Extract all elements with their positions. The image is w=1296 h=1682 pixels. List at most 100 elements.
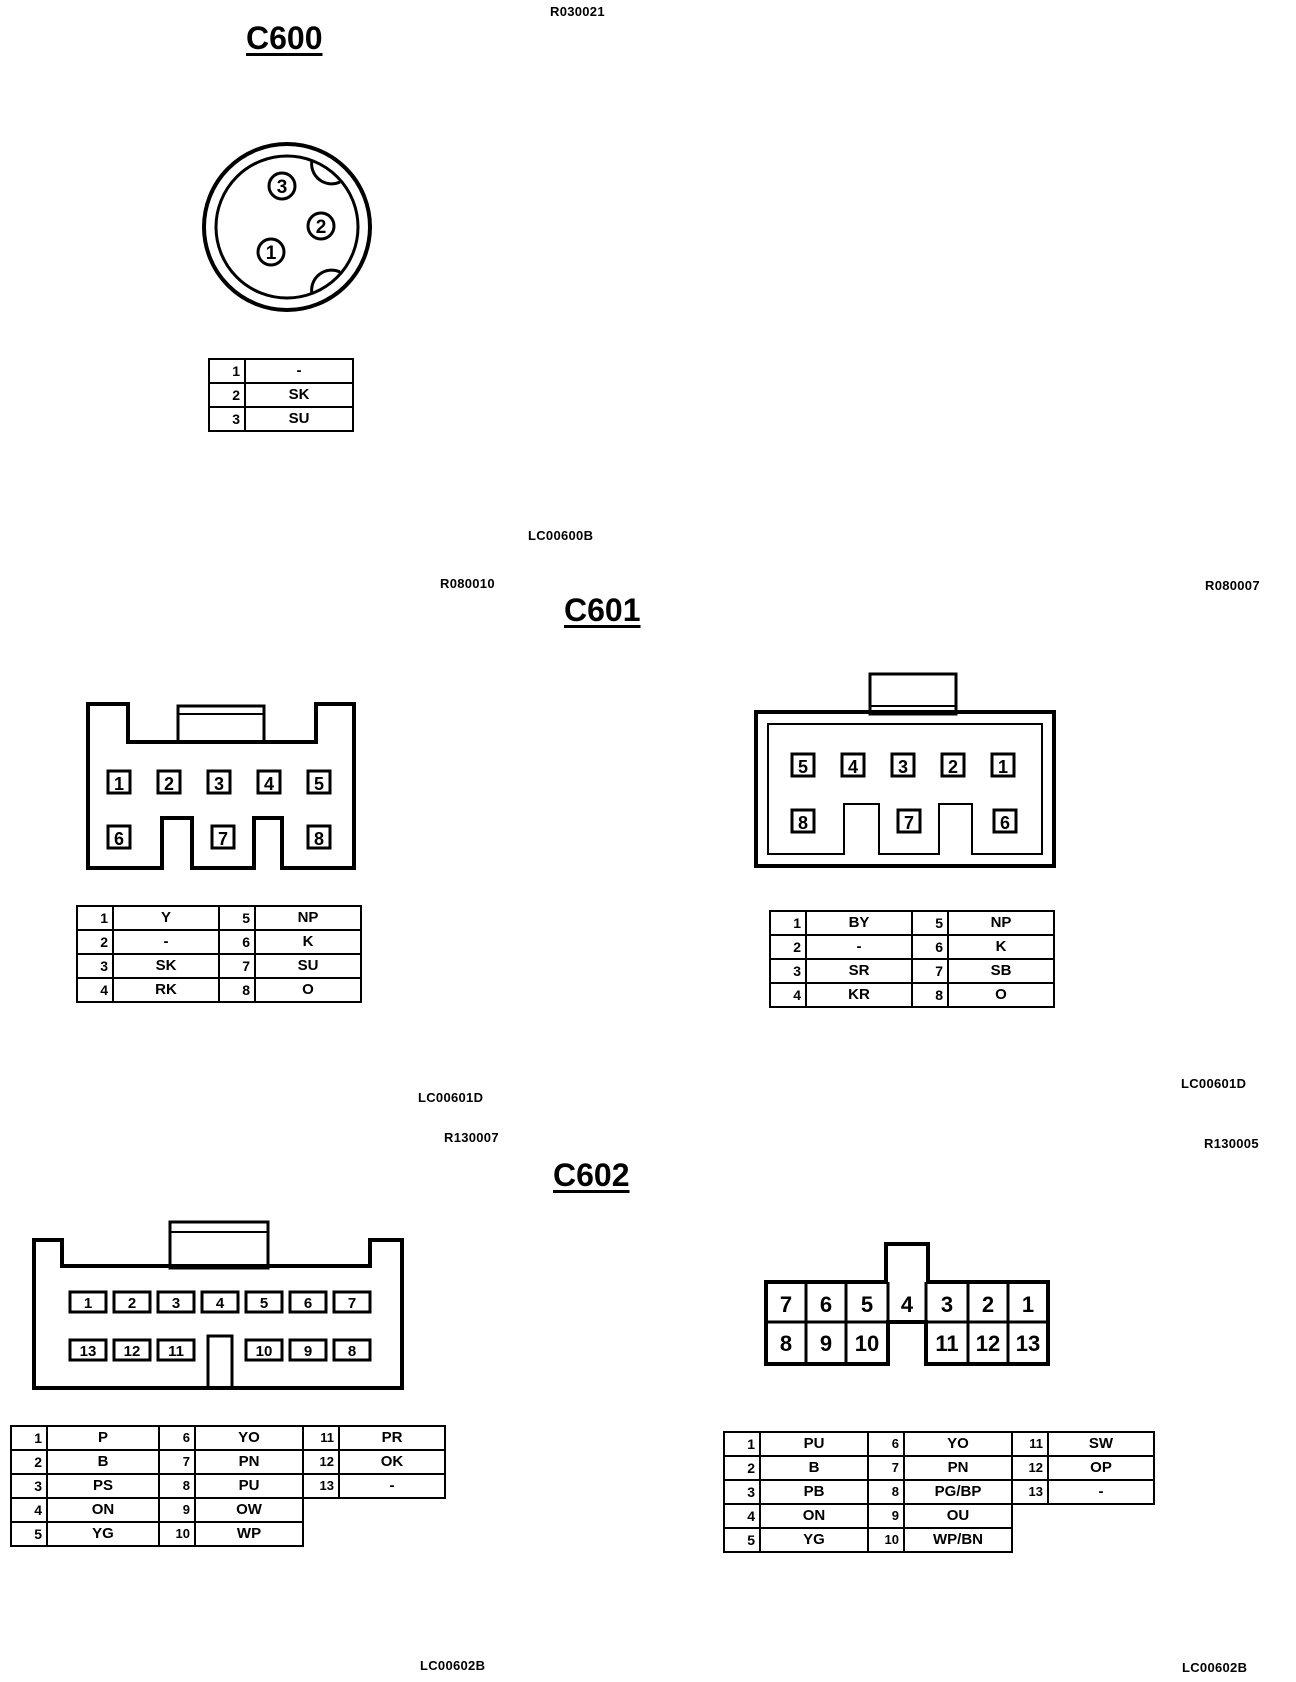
connector-pin: 5	[306, 769, 332, 795]
pin-label: 5	[314, 774, 324, 794]
wire-color: SU	[244, 406, 354, 432]
wire-color: P	[46, 1425, 160, 1451]
pin-label: 2	[164, 774, 174, 794]
c600-pin-3: 3	[267, 171, 297, 201]
connector-pin: 3	[890, 752, 916, 778]
c601-left-bottom-pins: 6 7 8	[106, 824, 332, 850]
c601-right-bottom-pins: 8 7 6	[790, 808, 1018, 834]
ref-c600-top: R030021	[550, 4, 605, 19]
wire-color: RK	[112, 977, 220, 1003]
pin-number: 3	[76, 953, 114, 979]
wire-color: -	[244, 358, 354, 384]
connector-pin: 10	[244, 1338, 284, 1362]
connector-pin: 1	[1022, 1292, 1034, 1317]
pin-label: 7	[904, 813, 914, 833]
pin-label: 2	[128, 1295, 136, 1312]
c600-pin-2-label: 2	[316, 217, 327, 238]
ref-c601-left-bottom: LC00601D	[418, 1090, 484, 1105]
c600-pin-2: 2	[306, 211, 336, 241]
c602-left-bottom-pins: 13 12 11 10 9 8	[68, 1338, 372, 1362]
pin-number: 13	[1011, 1479, 1049, 1505]
wire-color: B	[759, 1455, 869, 1481]
connector-pin: 11	[156, 1338, 196, 1362]
pin-number: 11	[302, 1425, 340, 1451]
pin-number: 1	[10, 1425, 48, 1451]
pin-label: 3	[214, 774, 224, 794]
pin-number: 5	[723, 1527, 761, 1553]
pin-number: 2	[208, 382, 246, 408]
connector-pin: 9	[288, 1338, 328, 1362]
pin-number: 13	[302, 1473, 340, 1499]
pin-label: 4	[216, 1295, 225, 1312]
pin-number: 2	[10, 1449, 48, 1475]
wire-color: SK	[244, 382, 354, 408]
wire-color: NP	[254, 905, 362, 931]
connector-pin: 6	[106, 824, 132, 850]
pin-number: 12	[302, 1449, 340, 1475]
wire-color: B	[46, 1449, 160, 1475]
pin-number: 4	[769, 982, 807, 1008]
pin-number: 4	[10, 1497, 48, 1523]
connector-pin: 5	[861, 1292, 873, 1317]
wire-color: O	[947, 982, 1055, 1008]
pin-number: 6	[158, 1425, 196, 1451]
connector-pin: 2	[156, 769, 182, 795]
connector-pin: 7	[896, 808, 922, 834]
pin-number: 1	[76, 905, 114, 931]
c602-left-top-pins: 1 2 3 4 5 6 7	[68, 1290, 372, 1314]
pin-number: 7	[867, 1455, 905, 1481]
connector-pin: 11	[935, 1331, 958, 1356]
c602-right-bottom-pins: 8 9 10 11 12 13	[780, 1331, 1040, 1356]
wire-color: WP	[194, 1521, 304, 1547]
pin-number: 7	[218, 953, 256, 979]
wire-color: PN	[903, 1455, 1013, 1481]
wire-color: YO	[903, 1431, 1013, 1457]
c602-right-connector-face: 7 6 5 4 3 2 1 8 9 10 11 12 13	[764, 1242, 1050, 1366]
pin-number: 11	[1011, 1431, 1049, 1457]
pin-number: 6	[867, 1431, 905, 1457]
connector-pin: 8	[780, 1331, 792, 1356]
pin-label: 1	[114, 774, 124, 794]
wire-color: PN	[194, 1449, 304, 1475]
wire-color: OU	[903, 1503, 1013, 1529]
wire-color: OK	[338, 1449, 446, 1475]
pin-number: 6	[911, 934, 949, 960]
pin-number: 2	[76, 929, 114, 955]
wire-color: WP/BN	[903, 1527, 1013, 1553]
c601-right-connector-face: 5 4 3 2 1 8 7 6	[754, 672, 1056, 868]
pin-number: 6	[218, 929, 256, 955]
pin-number: 7	[911, 958, 949, 984]
pin-label: 7	[348, 1295, 356, 1312]
pin-number: 1	[769, 910, 807, 936]
wire-color: OW	[194, 1497, 304, 1523]
connector-pin: 7	[332, 1290, 372, 1314]
connector-pin: 8	[306, 824, 332, 850]
wire-color: PS	[46, 1473, 160, 1499]
pin-number: 3	[769, 958, 807, 984]
pin-number: 5	[911, 910, 949, 936]
pin-label: 5	[260, 1295, 268, 1312]
connector-pin: 4	[200, 1290, 240, 1314]
wire-color: SU	[254, 953, 362, 979]
pin-label: 11	[168, 1343, 184, 1360]
connector-pin: 4	[256, 769, 282, 795]
connector-pin: 7	[210, 824, 236, 850]
pin-number: 2	[769, 934, 807, 960]
wire-color: -	[805, 934, 913, 960]
connector-pin: 2	[112, 1290, 152, 1314]
pin-label: 1	[998, 757, 1008, 777]
connector-pin: 6	[820, 1292, 832, 1317]
ref-c602-right-top: R130005	[1204, 1136, 1259, 1151]
wire-color: SR	[805, 958, 913, 984]
